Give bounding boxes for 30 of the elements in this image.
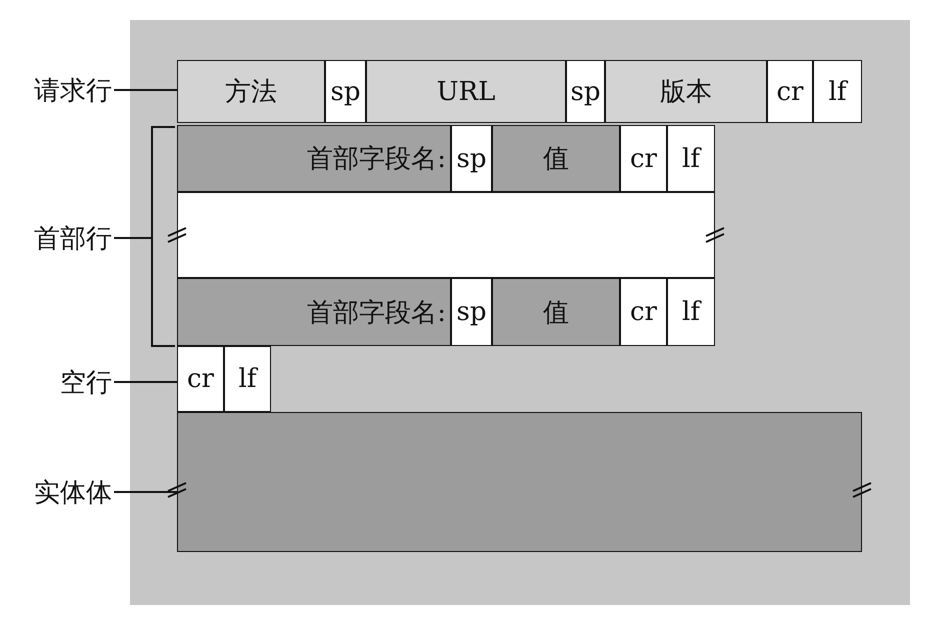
field-cell: 版本 (605, 60, 767, 123)
row-label: 空行 (8, 362, 112, 402)
field-cell: cr (177, 346, 224, 412)
empty-box (177, 412, 862, 552)
leader-line (114, 237, 151, 239)
field-cell: 首部字段名: (177, 125, 451, 192)
field-cell: 首部字段名: (177, 278, 451, 346)
leader-line (114, 89, 177, 91)
field-cell: sp (451, 278, 492, 346)
field-cell: lf (667, 278, 715, 346)
field-cell: sp (451, 125, 492, 192)
field-cell: URL (366, 60, 566, 123)
row-label: 实体体 (8, 472, 112, 512)
leader-line (114, 491, 177, 493)
leader-line (114, 381, 177, 383)
field-cell: cr (767, 60, 813, 123)
row-label: 首部行 (8, 218, 112, 258)
field-cell: cr (620, 278, 667, 346)
field-cell: lf (224, 346, 271, 412)
field-cell: sp (325, 60, 366, 123)
field-cell: lf (667, 125, 715, 192)
field-cell: lf (813, 60, 862, 123)
field-cell: 值 (492, 278, 620, 346)
empty-box (177, 192, 715, 278)
bracket (151, 126, 175, 347)
field-cell: sp (566, 60, 605, 123)
row-label: 请求行 (8, 70, 112, 110)
field-cell: 值 (492, 125, 620, 192)
field-cell: cr (620, 125, 667, 192)
field-cell: 方法 (177, 60, 325, 123)
